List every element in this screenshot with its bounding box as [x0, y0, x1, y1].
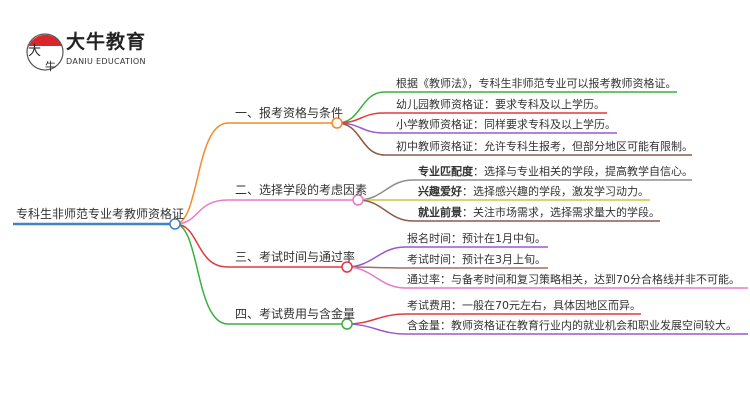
leaf-connector: [346, 266, 548, 269]
root-topic[interactable]: 专科生非师范专业考教师资格证: [16, 207, 185, 221]
leaf-1-1[interactable]: 根据《教师法》，专科生非师范专业可以报考教师资格证。: [396, 77, 677, 90]
leaf-2-1-text: ：选择与专业相关的学段，提高教学自信心。: [473, 165, 693, 178]
logo-mark-icon: 大 牛: [26, 33, 64, 73]
logo: 大 牛: [22, 28, 66, 74]
branch-1[interactable]: 一、报考资格与条件: [235, 106, 344, 120]
logo-name-cn: 大牛教育: [66, 31, 147, 53]
logo-name-en: DANIU EDUCATION: [66, 57, 146, 66]
svg-text:大: 大: [28, 44, 41, 59]
branch-node-circle[interactable]: [341, 261, 353, 273]
branch-node-circle[interactable]: [352, 194, 364, 206]
leaf-4-2[interactable]: 含金量：教师资格证在教育行业内的就业机会和职业发展空间较大。: [407, 319, 737, 332]
leaf-1-4[interactable]: 初中教师资格证：允许专科生报考，但部分地区可能有限制。: [396, 140, 693, 153]
branch-3[interactable]: 三、考试时间与通过率: [235, 250, 356, 264]
leaf-4-1[interactable]: 考试费用：一般在70元左右，具体因地区而异。: [407, 299, 641, 312]
leaf-connector: [336, 91, 677, 124]
leaf-2-1[interactable]: 专业匹配度：选择与专业相关的学段，提高教学自信心。: [418, 164, 693, 179]
leaf-connector: [346, 323, 748, 335]
svg-text:牛: 牛: [45, 59, 56, 73]
leaf-1-3[interactable]: 小学教师资格证：同样要求专科及以上学历。: [396, 118, 616, 131]
leaf-2-3-key: 就业前景: [418, 206, 462, 219]
leaf-2-2[interactable]: 兴趣爱好：选择感兴趣的学段，激发学习动力。: [418, 184, 649, 199]
leaf-2-3[interactable]: 就业前景：关注市场需求，选择需求量大的学段。: [418, 205, 660, 220]
branch-node-circle[interactable]: [341, 318, 353, 330]
branch-connector: [174, 223, 347, 268]
leaf-1-2[interactable]: 幼儿园教师资格证：要求专科及以上学历。: [396, 98, 605, 111]
leaf-2-2-key: 兴趣爱好: [418, 185, 462, 198]
root-node-circle[interactable]: [169, 218, 181, 230]
leaf-connector: [346, 266, 748, 289]
branch-node-circle[interactable]: [331, 117, 343, 129]
branch-connector: [174, 199, 358, 225]
leaf-3-1[interactable]: 报名时间：预计在1月中旬。: [407, 232, 546, 245]
leaf-2-3-text: ：关注市场需求，选择需求量大的学段。: [462, 206, 660, 219]
branch-4[interactable]: 四、考试费用与含金量: [235, 307, 356, 321]
leaf-3-2[interactable]: 考试时间：预计在3月上旬。: [407, 253, 546, 266]
leaf-connector: [357, 199, 660, 222]
leaf-connector: [336, 122, 692, 156]
leaf-3-3[interactable]: 通过率：与备考时间和复习策略相关，达到70分合格线并非不可能。: [407, 273, 740, 286]
branch-connector: [174, 122, 337, 225]
leaf-2-2-text: ：选择感兴趣的学段，激发学习动力。: [462, 185, 649, 198]
branch-2[interactable]: 二、选择学段的考虑因素: [235, 183, 368, 197]
leaf-2-1-key: 专业匹配度: [418, 165, 473, 178]
branch-connector: [174, 223, 347, 325]
